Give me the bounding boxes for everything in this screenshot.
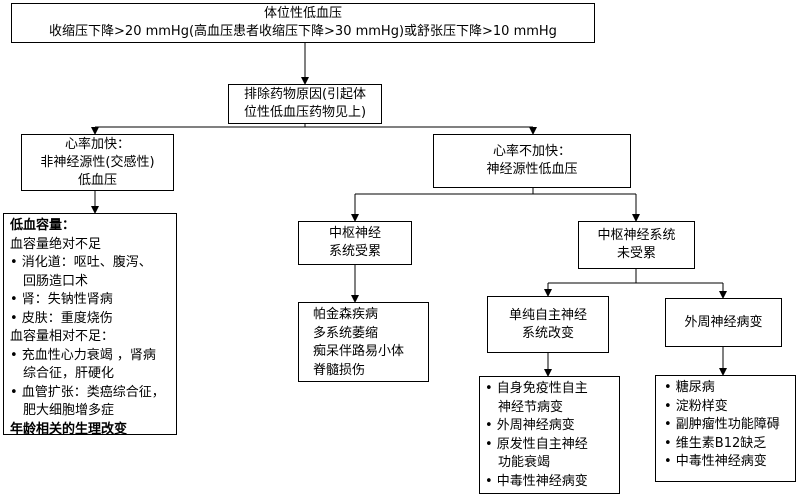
hr-up-line2: 非神经源性(交感性) (40, 154, 155, 170)
auto-line2: 系统改变 (521, 325, 574, 341)
cns-hit-list-item: 多系统萎缩 (313, 325, 379, 341)
volume-abs-item-0: • 消化道：呕吐、腹泻、 (10, 255, 152, 270)
auto-box: 单纯自主神经 系统改变 (487, 296, 609, 353)
root-criteria: 收缩压下降>20 mmHg(高血压患者收缩压下降>30 mmHg)或舒张压下降>… (49, 24, 557, 39)
auto-list-item-cont: 神经节病变 (498, 399, 564, 415)
cns-hit-list-item: 脊髓损伤 (313, 362, 366, 378)
volume-abs-item-0-cont: 回肠造口术 (23, 273, 89, 289)
auto-line1: 单纯自主神经 (508, 307, 587, 323)
cns-spared-box: 中枢神经系统 未受累 (578, 221, 695, 269)
exclude-box: 排除药物原因(引起体 位性低血压药物见上) (228, 84, 382, 124)
periph-list-item: • 维生素B12缺乏 (664, 435, 767, 451)
volume-abs-item-2: • 皮肤：重度烧伤 (10, 310, 113, 326)
cns-spared-line2: 未受累 (616, 246, 656, 261)
volume-relative: 血容量相对不足： (10, 329, 115, 344)
auto-list-item-cont: 功能衰竭 (498, 455, 551, 470)
auto-list-item: • 原发性自主神经 (485, 436, 588, 452)
volume-footer: 年龄相关的生理改变 (10, 421, 128, 437)
periph-box: 外周神经病变 (665, 298, 782, 347)
cns-hit-list-box: 帕金森疾病 多系统萎缩 痴呆伴路易小体 脊髓损伤 (298, 302, 429, 382)
periph-list-item: • 副肿瘤性功能障碍 (664, 417, 780, 432)
volume-abs-item-1: • 肾：失钠性肾病 (10, 292, 113, 307)
periph-list-item: • 中毒性神经病变 (664, 454, 767, 469)
cns-hit-list-item: 痴呆伴路易小体 (313, 344, 405, 359)
hr-up-line1: 心率加快： (64, 136, 130, 152)
hr-same-line2: 神经源性低血压 (486, 162, 578, 177)
auto-list-item: • 自身免疫性自主 (485, 381, 588, 396)
periph-list-item: • 淀粉样变 (664, 398, 728, 414)
hr-same-line1: 心率不加快： (492, 144, 571, 159)
cns-hit-line1: 中枢神经 (328, 226, 381, 241)
cns-hit-box: 中枢神经 系统受累 (298, 221, 412, 265)
volume-heading: 低血容量： (10, 218, 76, 233)
hr-same-box: 心率不加快： 神经源性低血压 (433, 134, 631, 188)
root-box: 体位性低血压 收缩压下降>20 mmHg(高血压患者收缩压下降>30 mmHg)… (11, 3, 595, 43)
hr-up-line3: 低血压 (77, 172, 117, 188)
volume-rel-item-1-cont: 肥大细胞增多症 (23, 403, 115, 418)
auto-list-box: • 自身免疫性自主 神经节病变 • 外周神经病变 • 原发性自主神经 功能衰竭 … (479, 376, 620, 494)
exclude-line2: 位性低血压药物见上) (243, 105, 367, 120)
auto-list-item: • 外周神经病变 (485, 418, 575, 433)
cns-hit-list-item: 帕金森疾病 (313, 307, 379, 322)
hr-up-box: 心率加快： 非神经源性(交感性) 低血压 (21, 134, 174, 191)
root-title: 体位性低血压 (263, 6, 342, 21)
auto-list-item: • 中毒性神经病变 (485, 473, 588, 489)
volume-box: 低血容量： 血容量绝对不足 • 消化道：呕吐、腹泻、 回肠造口术 • 肾：失钠性… (3, 213, 177, 437)
exclude-line1: 排除药物原因(引起体 (243, 87, 367, 102)
volume-rel-item-0: • 充血性心力衰竭 ，肾病 (10, 347, 156, 363)
cns-hit-line2: 系统受累 (328, 244, 381, 259)
volume-rel-item-0-cont: 综合征，肝硬化 (23, 366, 115, 381)
volume-absolute: 血容量绝对不足 (10, 236, 102, 252)
cns-spared-line1: 中枢神经系统 (597, 228, 676, 243)
volume-rel-item-1: • 血管扩张：类癌综合征， (10, 384, 165, 400)
periph-list-item: • 糖尿病 (664, 380, 715, 395)
periph-label: 外周神经病变 (684, 314, 763, 330)
periph-list-box: • 糖尿病 • 淀粉样变 • 副肿瘤性功能障碍 • 维生素B12缺乏 • 中毒性… (655, 375, 796, 482)
